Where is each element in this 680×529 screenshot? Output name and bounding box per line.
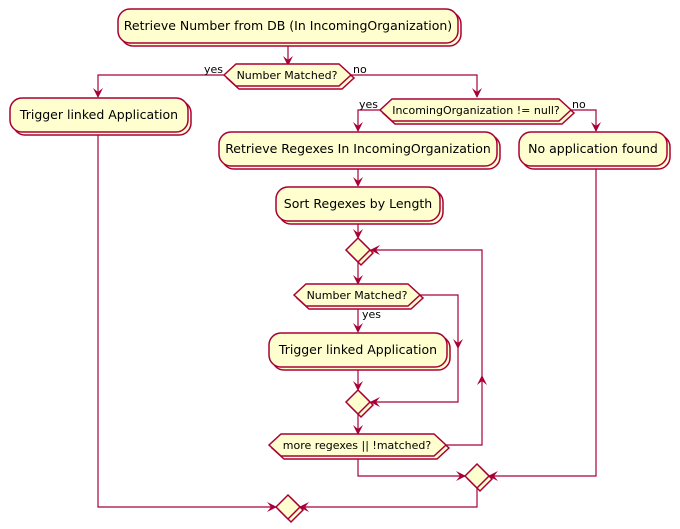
edge-top-no (351, 74, 478, 97)
activity-trigger-inner-label: Trigger linked Application (278, 342, 437, 357)
inner-merge-diamond (344, 388, 375, 419)
arrowhead (370, 397, 380, 407)
arrowhead (353, 177, 363, 187)
decision-number-matched-top: Number Matched? (222, 63, 356, 90)
decision-org-not-null: IncomingOrganization != null? (378, 98, 576, 125)
activity-no-app-label: No application found (528, 141, 658, 156)
edge-org-no (571, 109, 597, 131)
activity-retrieve-regexes: Retrieve Regexes In IncomingOrganization (218, 131, 501, 170)
edge-mid-to-final (300, 488, 478, 508)
branch-label-org-yes: yes (359, 98, 378, 111)
edge-org-yes (357, 109, 380, 131)
edge-repeat-exit (357, 457, 465, 477)
activity-trigger-left-label: Trigger linked Application (19, 107, 178, 122)
arrowhead (353, 323, 363, 333)
arrowhead (283, 56, 293, 66)
branch-label-org-no: no (572, 98, 586, 111)
decision-number-matched-top-label: Number Matched? (237, 69, 338, 82)
branch-label-top-yes: yes (204, 63, 223, 76)
edge-top-yes (97, 74, 224, 97)
arrowhead (453, 339, 463, 349)
decision-number-matched-inner-label: Number Matched? (307, 289, 408, 302)
arrowhead (353, 425, 363, 435)
arrowhead (93, 88, 103, 98)
decision-more-regexes: more regexes || !matched? (267, 433, 451, 460)
activity-retrieve-number: Retrieve Number from DB (In IncomingOrga… (117, 8, 462, 47)
arrowhead (353, 229, 363, 239)
activity-no-app: No application found (518, 131, 671, 170)
arrowhead (353, 122, 363, 132)
arrowhead (456, 471, 466, 481)
activity-sort-regexes-label: Sort Regexes by Length (284, 196, 432, 211)
activity-sort-regexes: Sort Regexes by Length (275, 186, 444, 225)
edge-left-to-final (97, 132, 276, 508)
decision-number-matched-inner: Number Matched? (292, 283, 425, 310)
activity-retrieve-number-label: Retrieve Number from DB (In IncomingOrga… (124, 18, 452, 33)
endif-merge-diamond (463, 462, 494, 493)
edge-repeat-loopback (371, 249, 483, 446)
arrowhead (472, 88, 482, 98)
decision-org-not-null-label: IncomingOrganization != null? (392, 104, 560, 117)
edge-noapp-to-merge (489, 167, 597, 477)
activity-retrieve-regexes-label: Retrieve Regexes In IncomingOrganization (225, 141, 491, 156)
decision-more-regexes-label: more regexes || !matched? (283, 439, 432, 452)
arrowhead (591, 122, 601, 132)
branch-label-inner-yes: yes (362, 308, 381, 321)
final-merge-diamond (274, 493, 305, 524)
activity-trigger-left: Trigger linked Application (9, 97, 192, 136)
arrowhead (267, 502, 277, 512)
arrowhead (488, 471, 498, 481)
activity-trigger-inner: Trigger linked Application (268, 332, 451, 371)
loop-start-diamond (344, 236, 375, 267)
arrowhead (370, 245, 380, 255)
arrowhead (299, 502, 309, 512)
arrowhead (477, 375, 487, 385)
arrowhead (353, 381, 363, 391)
edges (93, 43, 601, 512)
arrowhead (353, 275, 363, 285)
branch-label-top-no: no (353, 63, 367, 76)
